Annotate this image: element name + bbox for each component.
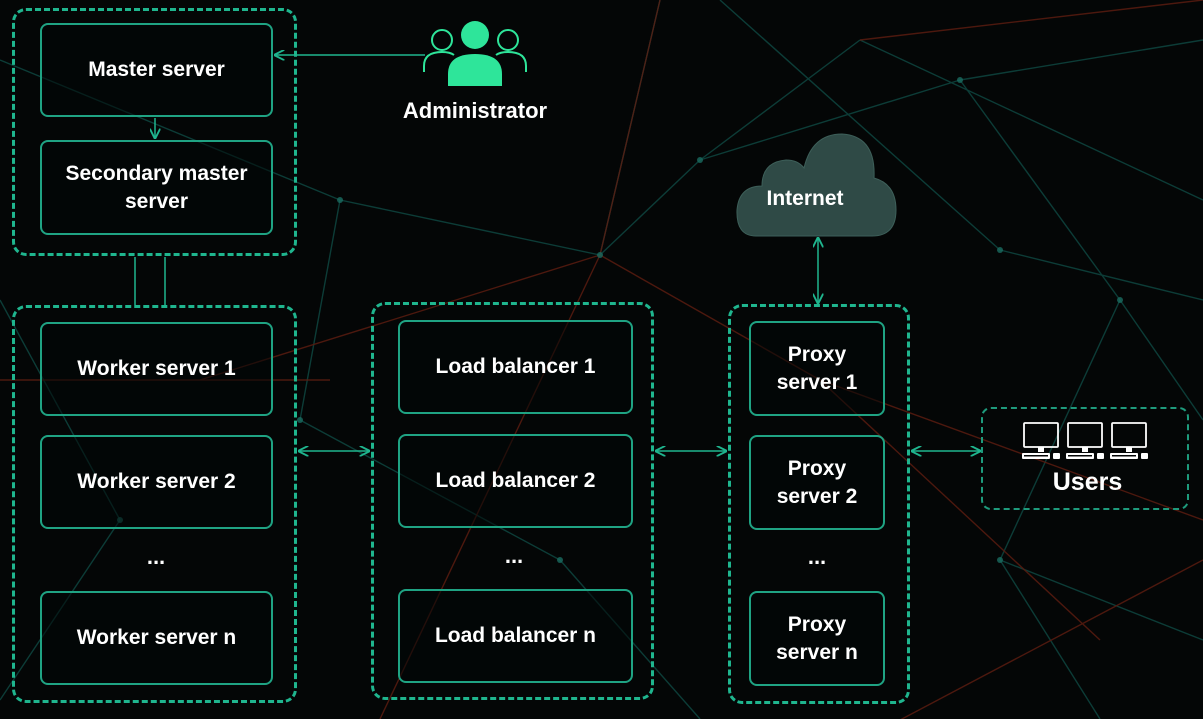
worker-server-label: Worker server n bbox=[76, 626, 237, 649]
secondary-master-label-line2: server bbox=[124, 189, 189, 213]
load-balancer-label: Load balancer n bbox=[434, 624, 597, 647]
users-group-icon bbox=[423, 21, 527, 86]
proxy-label-line1: Proxy bbox=[787, 612, 847, 636]
master-server-node[interactable]: Master server bbox=[40, 23, 273, 117]
secondary-master-label-line1: Secondary master bbox=[65, 161, 248, 185]
master-server-label: Master server bbox=[88, 58, 225, 81]
load-balancer-group bbox=[371, 302, 654, 700]
worker-server-group bbox=[12, 305, 297, 703]
computer-icon bbox=[1022, 422, 1148, 459]
proxy-ellipsis: ... bbox=[807, 544, 827, 569]
cloud-icon bbox=[736, 133, 897, 237]
master-server-group bbox=[12, 8, 297, 256]
proxy-server-node-n[interactable]: Proxy server n bbox=[749, 591, 885, 686]
worker-ellipsis: ... bbox=[146, 544, 166, 569]
load-balancer-node-1[interactable]: Load balancer 1 bbox=[398, 320, 633, 414]
proxy-server-group bbox=[728, 304, 910, 704]
worker-server-label: Worker server 1 bbox=[77, 357, 236, 380]
worker-server-label: Worker server 2 bbox=[77, 470, 236, 493]
load-balancer-node-n[interactable]: Load balancer n bbox=[398, 589, 633, 683]
worker-server-node-2[interactable]: Worker server 2 bbox=[40, 435, 273, 529]
proxy-label-line1: Proxy bbox=[787, 342, 847, 366]
proxy-label-line1: Proxy bbox=[787, 456, 847, 480]
secondary-master-server-node[interactable]: Secondary master server bbox=[40, 140, 273, 235]
proxy-label-line2: server 2 bbox=[776, 484, 858, 508]
load-balancer-ellipsis: ... bbox=[504, 543, 524, 568]
load-balancer-node-2[interactable]: Load balancer 2 bbox=[398, 434, 633, 528]
proxy-label-line2: server n bbox=[776, 640, 858, 664]
worker-server-node-n[interactable]: Worker server n bbox=[40, 591, 273, 685]
load-balancer-label: Load balancer 1 bbox=[435, 355, 596, 378]
proxy-server-node-1[interactable]: Proxy server 1 bbox=[749, 321, 885, 416]
worker-server-node-1[interactable]: Worker server 1 bbox=[40, 322, 273, 416]
internet-label: Internet bbox=[766, 187, 844, 210]
proxy-label-line2: server 1 bbox=[776, 370, 858, 394]
users-label: Users bbox=[1052, 468, 1123, 496]
users-group bbox=[981, 407, 1189, 510]
load-balancer-label: Load balancer 2 bbox=[435, 469, 596, 492]
administrator-label: Administrator bbox=[402, 98, 548, 123]
proxy-server-node-2[interactable]: Proxy server 2 bbox=[749, 435, 885, 530]
